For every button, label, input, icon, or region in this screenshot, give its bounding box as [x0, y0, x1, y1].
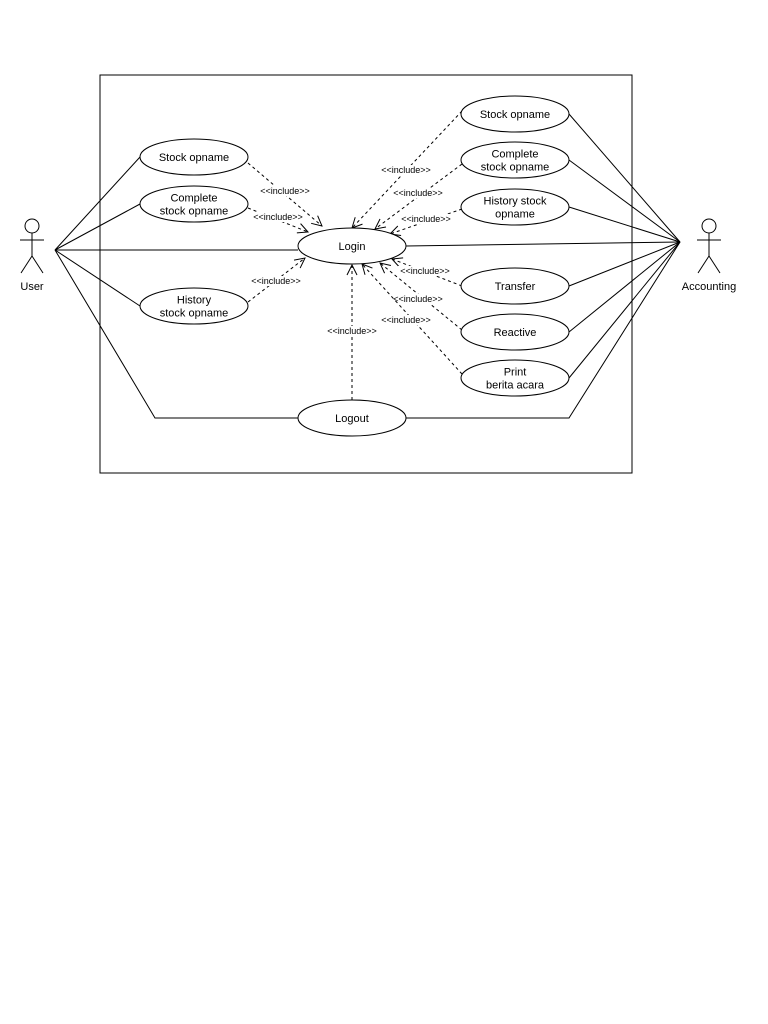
- actor-user[interactable]: User: [20, 218, 44, 293]
- use-case-label: stock opname: [160, 308, 228, 320]
- include-label-bg: [325, 326, 379, 336]
- use-case-user-stock-opname[interactable]: Stock opname: [139, 138, 249, 176]
- stick-figure-icon: [20, 218, 44, 274]
- include-label: <<include>>: [381, 165, 431, 175]
- include-label: <<include>>: [251, 276, 301, 286]
- include-label: <<include>>: [400, 266, 450, 276]
- include-label-bg: [379, 315, 433, 325]
- association-line: [568, 113, 681, 243]
- association-line: [54, 249, 298, 419]
- use-case-label: Complete: [170, 193, 217, 205]
- use-case-label: Complete: [491, 149, 538, 161]
- association-line: [568, 241, 681, 287]
- association-line: [406, 241, 681, 419]
- association-line: [54, 249, 141, 307]
- use-case-ellipse: [139, 138, 249, 176]
- associations: [54, 113, 681, 419]
- use-case-label: Print: [504, 367, 527, 379]
- use-case-label: Logout: [335, 413, 369, 425]
- include-label: <<include>>: [381, 315, 431, 325]
- use-case-label: stock opname: [160, 206, 228, 218]
- use-case-label: Login: [339, 241, 366, 253]
- use-case-ellipse: [460, 359, 570, 397]
- use-case-ellipse: [139, 185, 249, 223]
- association-line: [54, 156, 141, 251]
- use-case-label: Transfer: [495, 281, 536, 293]
- actor-accounting[interactable]: Accounting: [682, 218, 736, 293]
- use-case-ellipse: [460, 95, 570, 133]
- use-case-label: Reactive: [494, 327, 537, 339]
- include-label: <<include>>: [393, 188, 443, 198]
- actor-user-label: User: [20, 281, 44, 293]
- use-case-label: Stock opname: [159, 152, 229, 164]
- association-line: [568, 206, 681, 243]
- include-label: <<include>>: [260, 186, 310, 196]
- include-label: <<include>>: [253, 212, 303, 222]
- association-line: [568, 159, 681, 243]
- association-line: [54, 203, 141, 251]
- use-case-logout[interactable]: Logout: [297, 399, 407, 437]
- stick-figure-icon: [697, 218, 721, 274]
- use-case-ellipse: [460, 267, 570, 305]
- include-label-bg: [391, 188, 445, 198]
- actor-accounting-label: Accounting: [682, 281, 736, 293]
- use-case-acc-reactive[interactable]: Reactive: [460, 313, 570, 351]
- include-label: <<include>>: [327, 326, 377, 336]
- use-case-label: History: [177, 295, 212, 307]
- use-case-label: stock opname: [481, 162, 549, 174]
- include-label-bg: [379, 165, 433, 175]
- include-label: <<include>>: [401, 214, 451, 224]
- use-case-ellipse: [460, 141, 570, 179]
- include-label-bg: [398, 266, 452, 276]
- use-case-ellipse: [297, 399, 407, 437]
- use-case-ellipse: [460, 313, 570, 351]
- use-case-login[interactable]: Login: [297, 227, 407, 265]
- include-label-bg: [258, 186, 312, 196]
- system-boundary: [99, 74, 633, 474]
- use-case-ellipse: [297, 227, 407, 265]
- use-case-label: berita acara: [486, 380, 545, 392]
- include-label-bg: [251, 212, 305, 222]
- use-case-label: opname: [495, 209, 535, 221]
- include-label: <<include>>: [393, 294, 443, 304]
- association-line: [568, 241, 681, 379]
- use-case-label: Stock opname: [480, 109, 550, 121]
- use-case-acc-transfer[interactable]: Transfer: [460, 267, 570, 305]
- include-label-bg: [249, 276, 303, 286]
- use-case-label: History stock: [484, 196, 547, 208]
- association-line: [405, 241, 681, 247]
- include-relations: <<include>> <<include>> <<include>> <<inclu…: [247, 110, 463, 400]
- association-line: [568, 241, 681, 333]
- include-label-bg: [399, 214, 453, 224]
- use-case-ellipse: [460, 188, 570, 226]
- use-case-acc-stock-opname[interactable]: Stock opname: [460, 95, 570, 133]
- use-case-ellipse: [139, 287, 249, 325]
- include-label-bg: [391, 294, 445, 304]
